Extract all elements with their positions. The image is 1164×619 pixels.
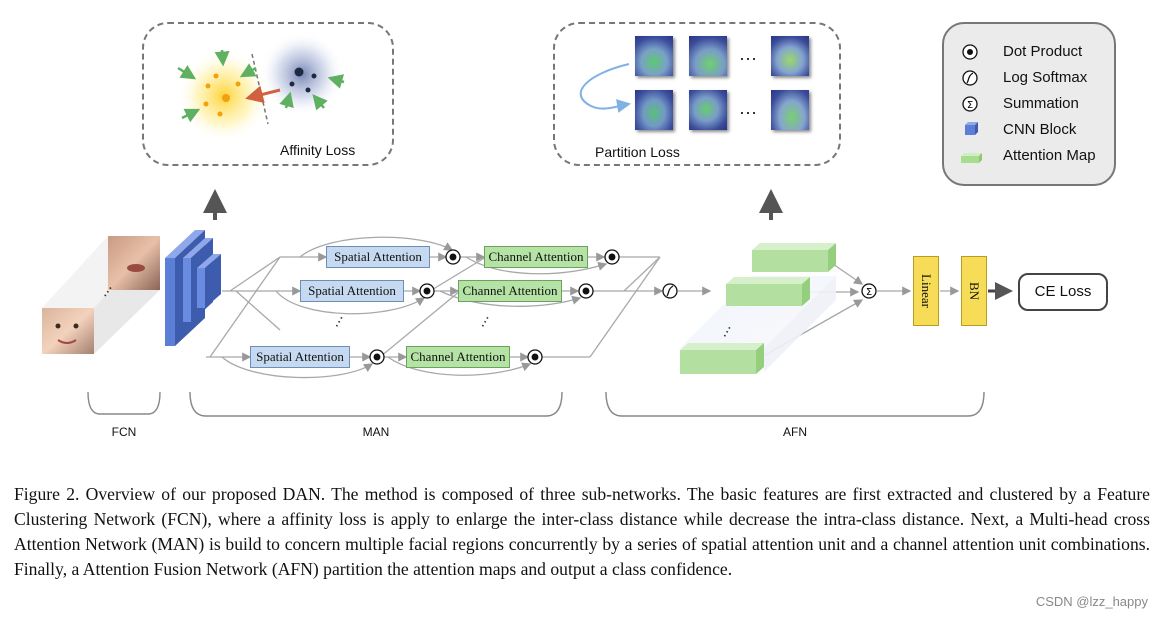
attention-heatmap bbox=[689, 36, 727, 76]
dot-product-ops bbox=[369, 249, 620, 365]
spatial-attention-head-n: Spatial Attention bbox=[250, 346, 350, 368]
bn-label: BN bbox=[967, 281, 982, 301]
attention-heatmap bbox=[771, 36, 809, 76]
partition-curve-arrow bbox=[579, 63, 631, 113]
cnn-block-icon bbox=[965, 122, 978, 135]
svg-text:···: ··· bbox=[330, 312, 351, 332]
bn-layer: BN bbox=[961, 256, 987, 326]
fcn-label: FCN bbox=[111, 425, 137, 439]
man-label: MAN bbox=[362, 425, 390, 439]
legend-attention-map: Attention Map bbox=[1003, 147, 1096, 164]
ce-loss-box: CE Loss bbox=[1018, 273, 1108, 311]
cnn-blocks bbox=[165, 230, 221, 346]
ellipsis: ··· bbox=[739, 48, 757, 68]
affinity-loss-panel: Affinity Loss bbox=[142, 22, 394, 166]
legend-log-softmax: Log Softmax bbox=[1003, 69, 1088, 86]
ellipsis: ··· bbox=[739, 102, 757, 122]
attention-map-icon bbox=[961, 153, 982, 163]
linear-label: Linear bbox=[919, 274, 934, 308]
section-braces bbox=[87, 391, 985, 417]
afn-attention-maps: ··· bbox=[680, 243, 836, 374]
summation-op: Σ bbox=[861, 283, 877, 299]
log-softmax-icon bbox=[962, 70, 978, 86]
pipeline-connections: ··· bbox=[42, 189, 1013, 417]
legend-icons: Σ bbox=[961, 44, 982, 163]
svg-text:···: ··· bbox=[476, 312, 497, 332]
afn-label: AFN bbox=[783, 425, 807, 439]
svg-text:Σ: Σ bbox=[866, 287, 872, 298]
input-face-images: ··· bbox=[42, 236, 160, 354]
attention-heatmap bbox=[635, 36, 673, 76]
log-softmax-op bbox=[662, 283, 678, 299]
spatial-attention-head-1: Spatial Attention bbox=[326, 246, 430, 268]
legend-dot-product: Dot Product bbox=[1003, 43, 1083, 60]
summation-icon: Σ bbox=[962, 96, 978, 112]
attention-heatmap bbox=[689, 90, 727, 130]
attention-heatmap bbox=[635, 90, 673, 130]
spatial-attention-head-2: Spatial Attention bbox=[300, 280, 404, 302]
affinity-clusters-illustration bbox=[177, 32, 345, 142]
partition-loss-label: Partition Loss bbox=[595, 144, 680, 160]
dot-product-icon bbox=[962, 44, 978, 60]
legend-summation: Summation bbox=[1003, 95, 1079, 112]
watermark: CSDN @lzz_happy bbox=[1035, 594, 1148, 609]
channel-attention-head-n: Channel Attention bbox=[406, 346, 510, 368]
figure-caption: Figure 2. Overview of our proposed DAN. … bbox=[14, 484, 1150, 579]
affinity-loss-label: Affinity Loss bbox=[280, 142, 356, 158]
svg-text:Σ: Σ bbox=[967, 100, 973, 111]
partition-loss-panel: ··· ··· Partition Loss bbox=[553, 22, 841, 166]
attention-heatmap bbox=[771, 90, 809, 130]
channel-attention-head-1: Channel Attention bbox=[484, 246, 588, 268]
linear-layer: Linear bbox=[913, 256, 939, 326]
channel-attention-head-2: Channel Attention bbox=[458, 280, 562, 302]
legend-cnn-block: CNN Block bbox=[1003, 121, 1077, 138]
